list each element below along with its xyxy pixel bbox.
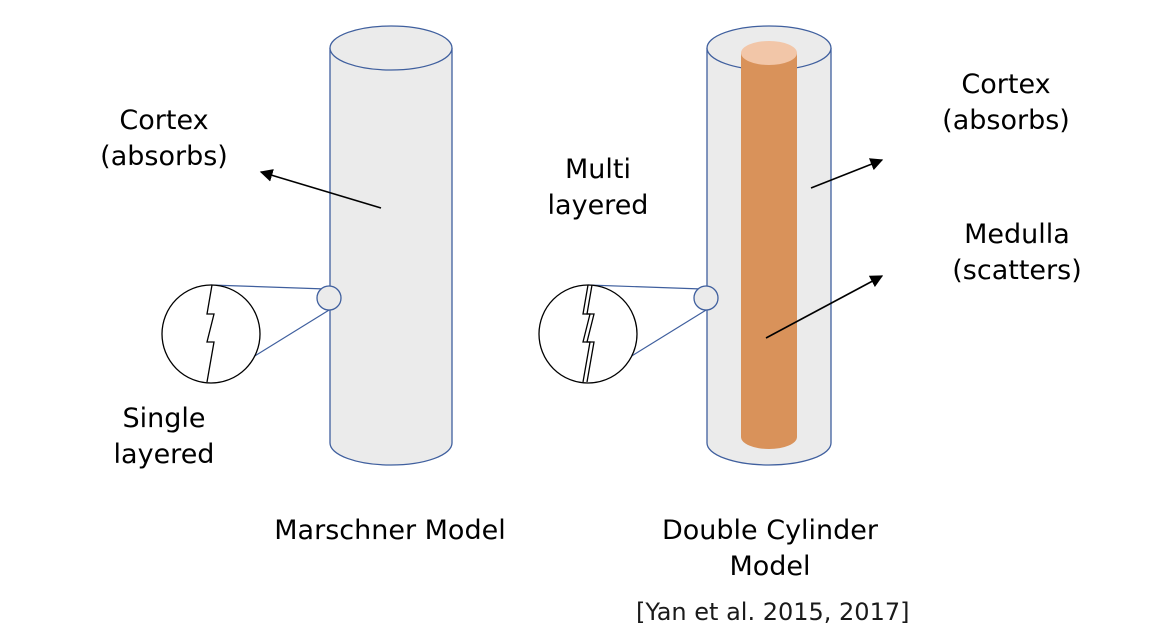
- medulla-label-line2: (scatters): [952, 255, 1082, 286]
- citation: [Yan et al. 2015, 2017]: [636, 598, 910, 626]
- single-layered-line2: layered: [113, 439, 215, 470]
- marschner-model-title: Marschner Model: [260, 513, 520, 549]
- multi-layer-magnifier: [538, 284, 719, 384]
- multi-layered-line1: Multi: [565, 154, 631, 185]
- medulla-label-line1: Medulla: [964, 219, 1070, 250]
- left-cortex-label: Cortex (absorbs): [96, 103, 232, 175]
- marschner-model-title-text: Marschner Model: [274, 515, 506, 546]
- single-layer-magnifier: [161, 284, 342, 384]
- single-layered-line1: Single: [122, 403, 206, 434]
- right-cortex-label-line1: Cortex: [961, 69, 1051, 100]
- medulla-arrow: [765, 275, 884, 339]
- medulla-inner-cylinder: [741, 41, 797, 449]
- multi-layer-zigzag-outer: [582, 284, 591, 383]
- single-layered-label: Single layered: [100, 401, 228, 473]
- double-cylinder-title-line1: Double Cylinder: [661, 515, 879, 546]
- right-cortex-arrow: [810, 158, 884, 189]
- left-cortex-arrow: [259, 169, 382, 209]
- right-cortex-label: Cortex (absorbs): [938, 67, 1074, 139]
- multi-layer-zigzag-inner: [586, 284, 595, 383]
- double-cylinder-title-line2: Model: [729, 551, 811, 582]
- left-cortex-label-line2: (absorbs): [100, 141, 228, 172]
- multi-layered-label: Multi layered: [534, 152, 662, 224]
- double-cylinder-model-title: Double Cylinder Model: [630, 513, 910, 585]
- single-layer-zigzag: [206, 284, 215, 383]
- multi-layered-line2: layered: [547, 190, 649, 221]
- medulla-label: Medulla (scatters): [942, 217, 1092, 289]
- marschner-cylinder: [329, 25, 453, 466]
- right-cortex-label-line2: (absorbs): [942, 105, 1070, 136]
- left-cortex-label-line1: Cortex: [119, 105, 209, 136]
